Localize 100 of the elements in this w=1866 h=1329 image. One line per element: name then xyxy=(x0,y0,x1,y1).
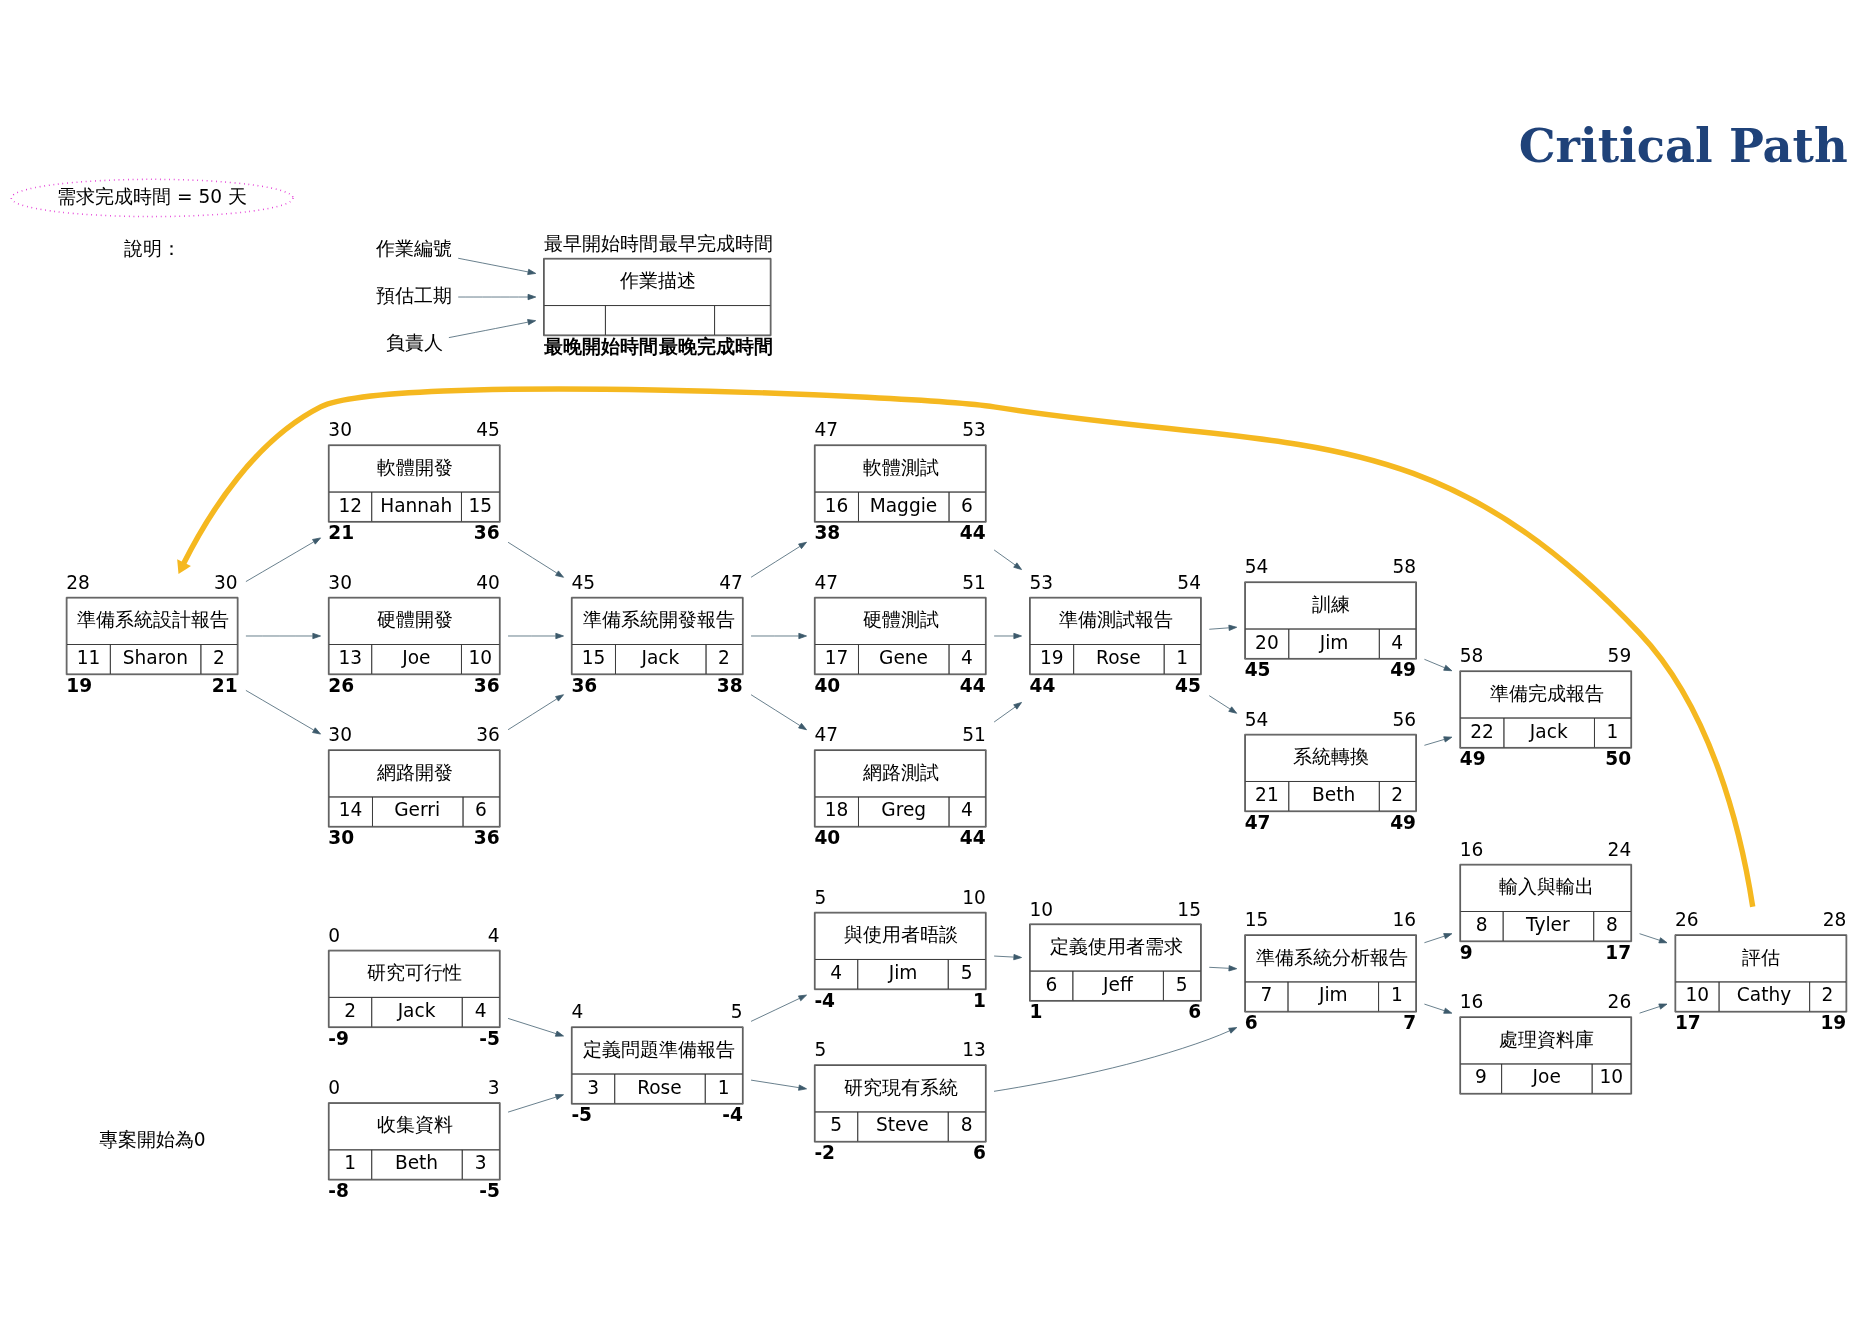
node-label: 15 xyxy=(1177,898,1201,920)
node-label: 最早完成時間 xyxy=(658,232,773,254)
node-label: 44 xyxy=(959,826,986,848)
node-label: 47 xyxy=(814,723,839,745)
arrow xyxy=(750,632,807,639)
node-label: 19 xyxy=(1820,1011,1847,1033)
node-label: 5 xyxy=(814,1038,827,1060)
arrow xyxy=(507,632,564,639)
node-label: 47 xyxy=(719,571,743,593)
arrow xyxy=(245,632,321,639)
node-label: 26 xyxy=(1674,908,1699,930)
arrow xyxy=(750,1079,807,1091)
node-label: 24 xyxy=(1607,838,1632,860)
node-label: 0 xyxy=(328,1076,341,1098)
arrow xyxy=(750,541,807,578)
node-label: 1 xyxy=(1029,1000,1043,1022)
node-label: 58 xyxy=(1459,644,1484,666)
arrow xyxy=(457,257,537,275)
node-label: -5 xyxy=(571,1103,592,1125)
node-label: 50 xyxy=(1605,747,1632,769)
node-label: 9 xyxy=(1459,941,1473,963)
node-label: 19 xyxy=(66,674,93,696)
node-label: -9 xyxy=(328,1027,349,1049)
arrow xyxy=(993,549,1022,570)
node-label: 30 xyxy=(328,723,352,745)
node-label: -5 xyxy=(479,1027,500,1049)
node-label: 7 xyxy=(1403,1011,1417,1033)
node-label: 47 xyxy=(1244,811,1271,833)
node-label: 49 xyxy=(1390,658,1416,680)
arrow xyxy=(1424,658,1453,671)
node-label: 28 xyxy=(1822,908,1847,930)
node-label: 17 xyxy=(1674,1011,1701,1033)
node-label: 40 xyxy=(814,674,841,696)
node-label: 54 xyxy=(1244,708,1269,730)
node-label: 44 xyxy=(959,521,986,543)
node-label: 45 xyxy=(476,418,500,440)
label: 專案開始為0 xyxy=(98,1128,206,1150)
arrow xyxy=(457,293,537,300)
node-label: 38 xyxy=(716,674,743,696)
node-label: -8 xyxy=(328,1179,349,1201)
node-label: 21 xyxy=(211,674,238,696)
node-label: -2 xyxy=(814,1141,836,1163)
node-label: 49 xyxy=(1390,811,1416,833)
node-label: 6 xyxy=(973,1141,986,1163)
arrow xyxy=(1424,1003,1453,1014)
node-label: 17 xyxy=(1605,941,1632,963)
node-label: 5 xyxy=(730,1000,743,1022)
node-label: 6 xyxy=(1188,1000,1202,1022)
node-label: 26 xyxy=(328,674,355,696)
node-label: 21 xyxy=(328,521,355,543)
arrow xyxy=(1639,1003,1668,1014)
node-label: 56 xyxy=(1392,708,1417,730)
node-label: 16 xyxy=(1459,838,1484,860)
node-label: 30 xyxy=(328,826,355,848)
node-label: 16 xyxy=(1392,908,1417,930)
arrow xyxy=(1424,735,1453,746)
arrow xyxy=(993,1026,1238,1092)
node-label: 54 xyxy=(1244,555,1269,577)
node-label: -5 xyxy=(479,1179,500,1201)
node-label: 44 xyxy=(959,674,986,696)
node-label: 6 xyxy=(1244,1011,1258,1033)
node-label: 最晚完成時間 xyxy=(658,335,773,357)
node-label: 28 xyxy=(66,571,90,593)
arrow xyxy=(507,1093,564,1112)
arrow xyxy=(1639,932,1668,943)
node-label: 36 xyxy=(571,674,598,696)
node-label: 1 xyxy=(973,989,986,1011)
node-label: 36 xyxy=(473,674,500,696)
node-text: 作業編號 xyxy=(376,237,453,259)
arrow xyxy=(1424,932,1453,943)
node-label: 36 xyxy=(473,826,500,848)
node-label: 10 xyxy=(962,886,986,908)
arrow xyxy=(750,994,807,1022)
label: 說明： xyxy=(123,237,181,259)
node-label: 38 xyxy=(814,521,841,543)
node-label: 36 xyxy=(476,723,500,745)
node-label: 53 xyxy=(1029,571,1054,593)
arrow xyxy=(993,701,1022,722)
node-label: 51 xyxy=(962,723,986,745)
node-ellipse: 需求完成時間 = 50 天 xyxy=(10,178,294,217)
node-label: 40 xyxy=(476,571,500,593)
arrow xyxy=(1208,624,1238,631)
node-label: 45 xyxy=(1175,674,1201,696)
node-label: 最晚開始時間 xyxy=(543,335,658,357)
arrow xyxy=(993,632,1022,639)
node-label: 44 xyxy=(1029,674,1056,696)
node-text: 預估工期 xyxy=(376,284,453,306)
node-label: 45 xyxy=(1244,658,1271,680)
arrow xyxy=(177,385,1756,907)
node-label: 47 xyxy=(814,418,839,440)
node-label: 45 xyxy=(571,571,595,593)
node-label: 30 xyxy=(328,571,352,593)
node-label: 15 xyxy=(1244,908,1269,930)
arrow xyxy=(448,318,537,338)
arrow xyxy=(245,689,321,734)
arrow xyxy=(507,693,564,730)
node-label: 51 xyxy=(962,571,986,593)
node-label: 26 xyxy=(1607,990,1632,1012)
arrow xyxy=(1208,694,1238,714)
node-label: 53 xyxy=(962,418,986,440)
